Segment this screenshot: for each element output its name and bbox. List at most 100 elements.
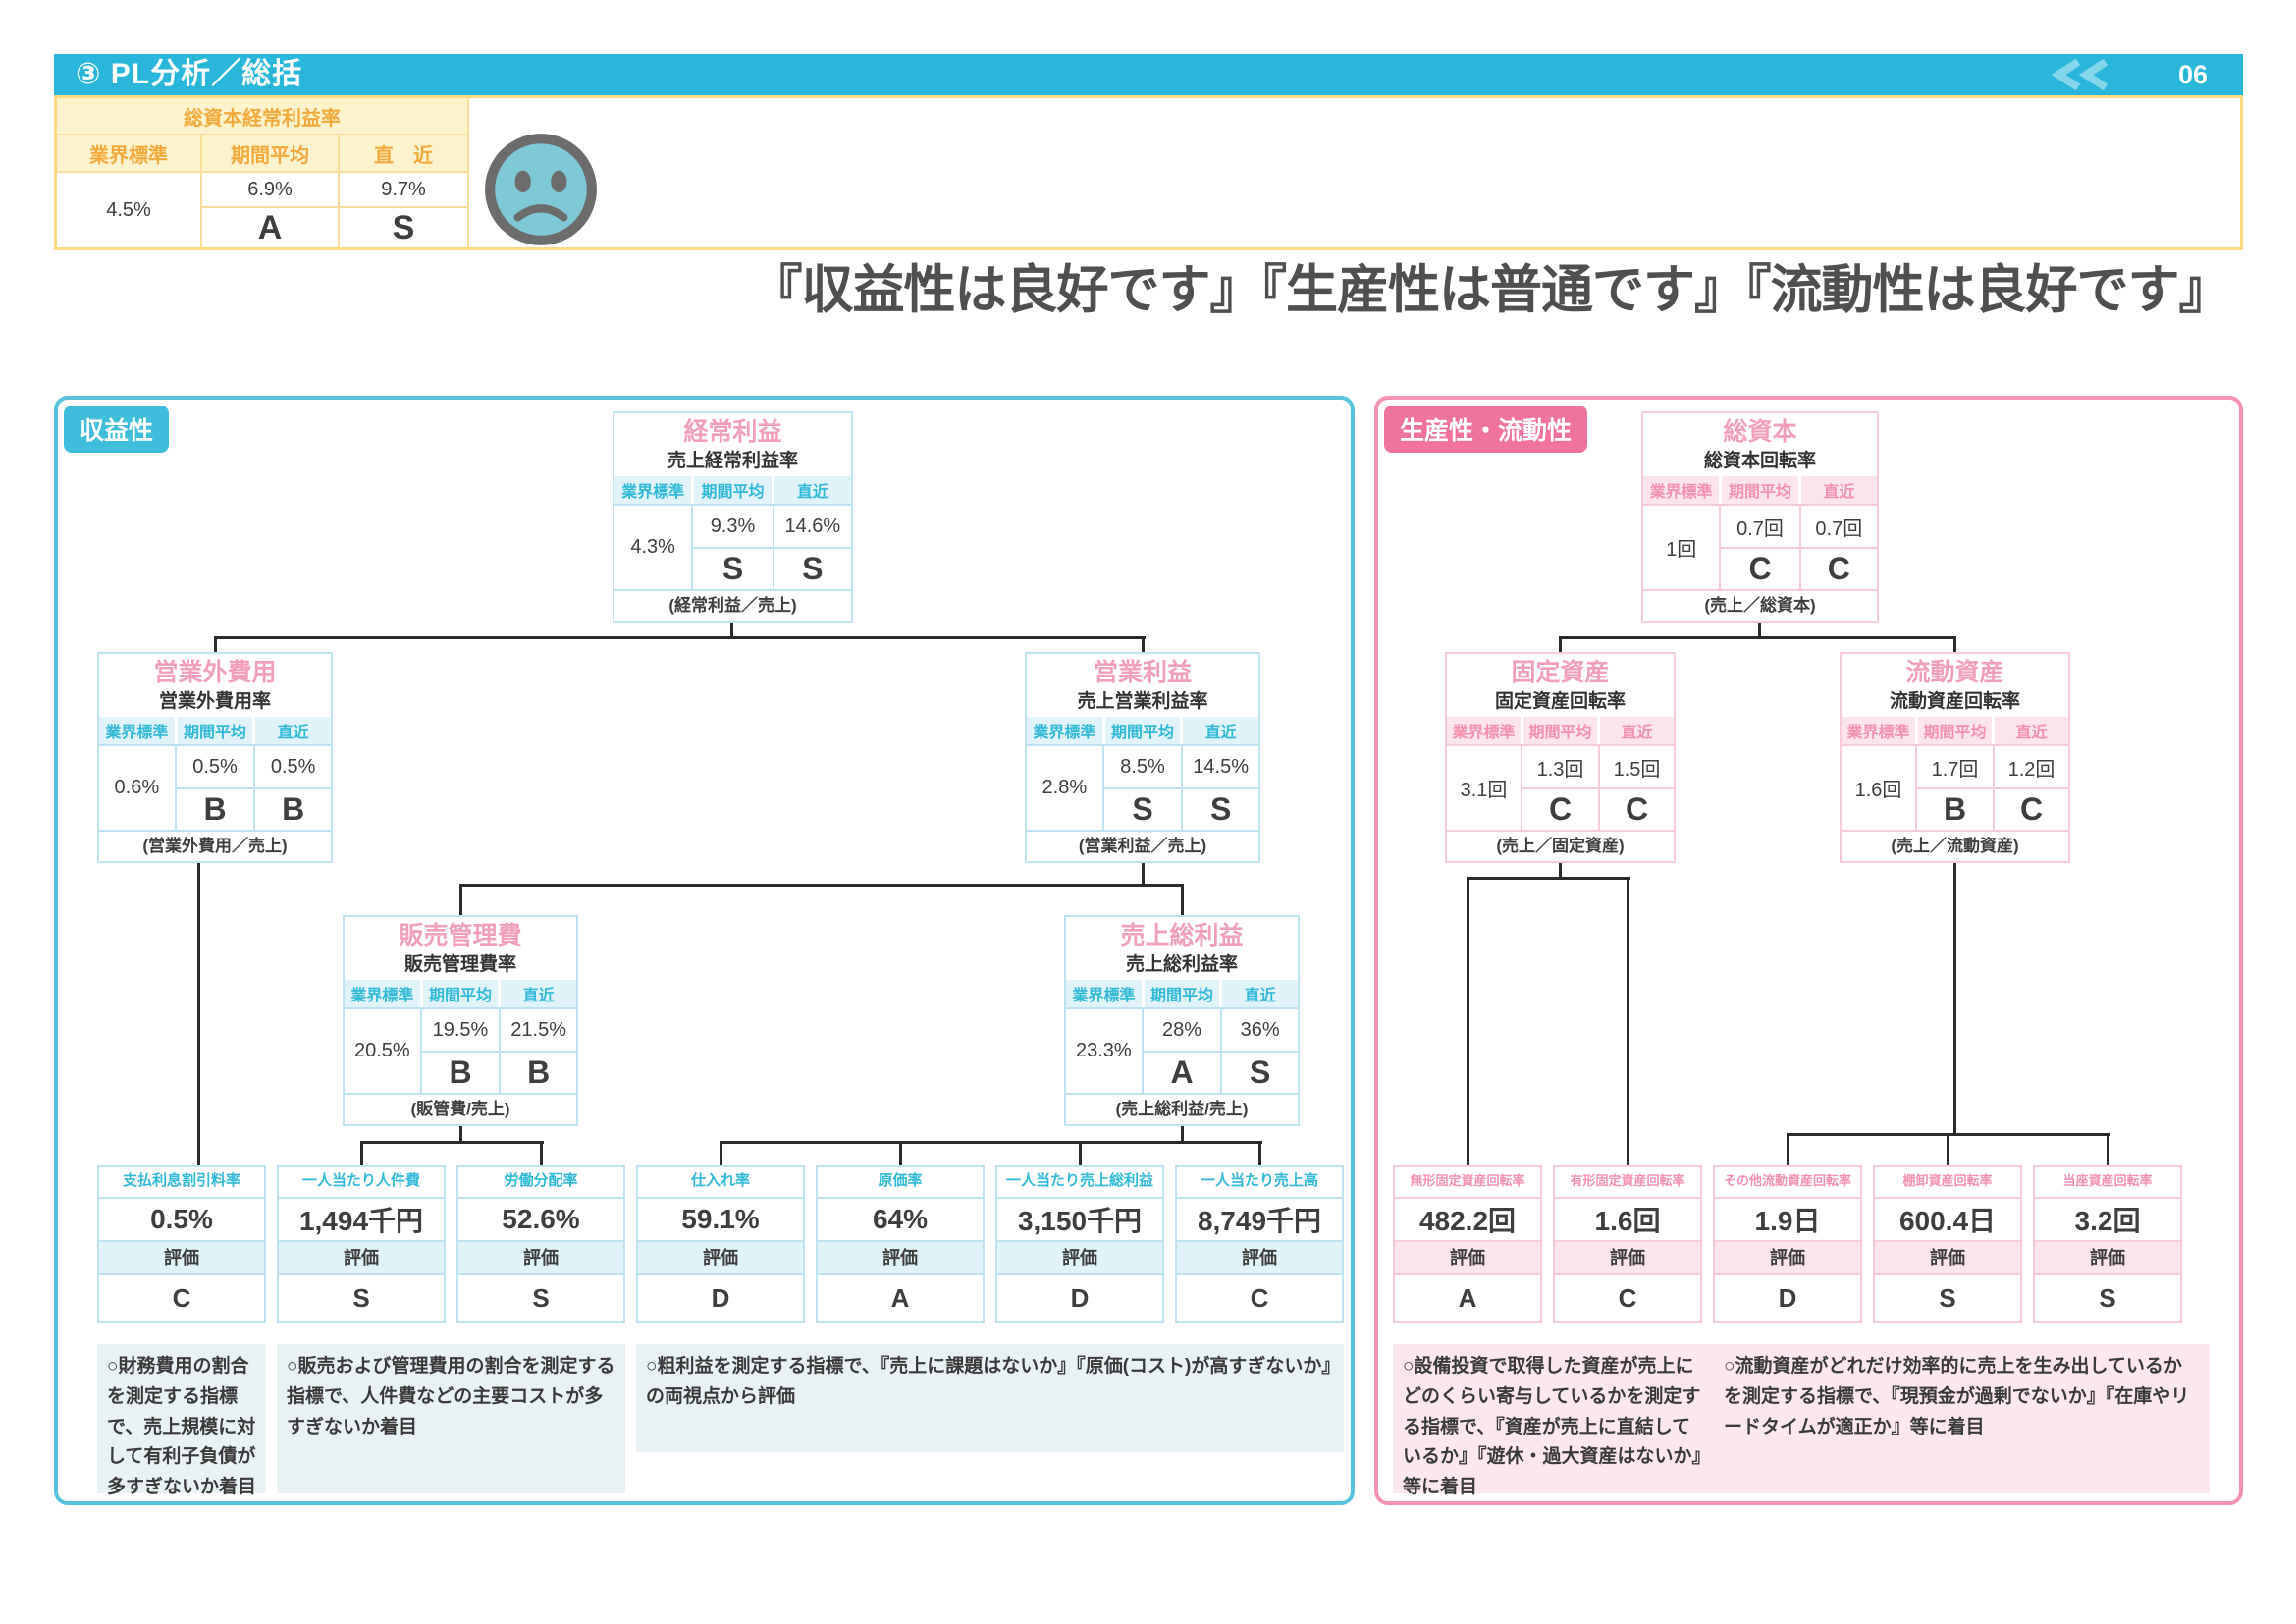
connector-line	[459, 1126, 462, 1144]
col-industry: 業界標準	[1842, 717, 1915, 744]
leaf-label: 当座資産回転率	[2035, 1167, 2180, 1199]
industry-value: 20.5%	[345, 1009, 422, 1093]
industry-value: 4.3%	[614, 506, 694, 589]
summary-box: 総資本経常利益率 業界標準 期間平均 直 近 4.5% 6.9% 9.7% A …	[54, 95, 2243, 319]
leaf-value: 3,150千円	[1017, 1206, 1143, 1236]
sad-face-icon	[485, 134, 597, 245]
col-recent: 直近	[1995, 717, 2068, 744]
statbox-formula: (営業外費用／売上)	[99, 830, 331, 861]
summary-avg-grade: A	[202, 208, 338, 247]
col-avg: 期間平均	[422, 980, 499, 1007]
avg-value: 1.7回	[1931, 758, 1979, 781]
leaf-label: 労働分配率	[458, 1167, 623, 1199]
connector-line	[1758, 623, 1761, 638]
avg-grade: B	[421, 1051, 500, 1093]
avg-grade: C	[1721, 547, 1799, 589]
recent-value: 36%	[1220, 1009, 1298, 1051]
industry-value: 1.6回	[1842, 746, 1917, 830]
leaf-inventory-turnover: 棚卸資産回転率 600.4日 評価 S	[1873, 1165, 2022, 1323]
statbox-title: 売上総利益	[1120, 922, 1244, 949]
leaf-hyoka-label: 評価	[458, 1240, 623, 1275]
col-industry: 業界標準	[1447, 717, 1521, 744]
recent-value: 1.2回	[1993, 746, 2068, 787]
leaf-value: 600.4日	[1898, 1206, 1997, 1236]
profitability-panel: 収益性 経常利益 売上経常利益率 業界標準 期間平均 直近 4.3% 9.3% …	[54, 396, 1355, 1505]
recent-value: 1.5回	[1598, 746, 1674, 787]
industry-value: 2.8%	[1027, 746, 1104, 830]
connector-line	[730, 623, 733, 638]
col-avg: 期間平均	[177, 717, 253, 744]
statbox-values: 1.6回 1.7回 1.2回 B C	[1842, 744, 2068, 830]
statbox-values: 2.8% 8.5% 14.5% S S	[1027, 744, 1258, 830]
statbox-header-row: 業界標準 期間平均 直近	[99, 717, 331, 744]
col-recent: 直近	[1800, 476, 1877, 504]
recent-value: 14.5%	[1181, 746, 1258, 787]
statbox-formula: (売上／総資本)	[1643, 589, 1877, 621]
statbox-metric: 販売管理費率	[403, 954, 516, 975]
statbox-sga: 販売管理費 販売管理費率 業界標準 期間平均 直近 20.5% 19.5% 21…	[343, 915, 578, 1126]
statbox-header-row: 業界標準 期間平均 直近	[1842, 717, 2068, 744]
recent-grade: C	[1993, 787, 2068, 830]
col-avg: 期間平均	[1523, 717, 1597, 744]
col-industry: 業界標準	[614, 476, 692, 504]
note-fixed-assets: ○設備投資で取得した資産が売上にどのくらい寄与しているかを測定する指標で、『資産…	[1393, 1344, 1717, 1497]
summary-table-title: 総資本経常利益率	[57, 98, 467, 134]
connector-line	[1787, 1133, 1789, 1165]
connector-line	[720, 1141, 722, 1165]
statbox-title: 固定資産	[1511, 659, 1610, 686]
statbox-metric: 総資本回転率	[1703, 451, 1816, 471]
connector-line	[1627, 877, 1629, 1165]
avg-value: 0.5%	[192, 755, 238, 778]
industry-value: 3.1回	[1447, 746, 1522, 830]
connector-line	[1258, 1141, 1261, 1165]
recent-value: 14.6%	[772, 506, 851, 547]
summary-avg-value: 6.9%	[202, 173, 338, 206]
recent-grade: B	[253, 787, 331, 830]
connector-line	[214, 636, 217, 652]
statbox-total-capital: 総資本 総資本回転率 業界標準 期間平均 直近 1回 0.7回 0.7回 C C…	[1641, 411, 1879, 623]
avg-value: 9.3%	[710, 514, 756, 537]
connector-line	[214, 636, 1146, 639]
col-industry: 業界標準	[99, 717, 175, 744]
summary-col-industry: 業界標準	[57, 135, 200, 171]
leaf-grade: A	[890, 1283, 910, 1313]
statbox-gross-profit: 売上総利益 売上総利益率 業界標準 期間平均 直近 23.3% 28% 36% …	[1064, 915, 1300, 1126]
statbox-header-row: 業界標準 期間平均 直近	[1447, 717, 1674, 744]
summary-col-avg: 期間平均	[202, 135, 338, 171]
summary-recent-grade: S	[340, 208, 467, 247]
connector-line	[899, 1141, 902, 1165]
statbox-metric: 売上総利益率	[1125, 954, 1238, 975]
statbox-values: 20.5% 19.5% 21.5% B B	[345, 1007, 576, 1093]
connector-line	[459, 884, 462, 915]
leaf-label: 有形固定資産回転率	[1555, 1167, 1700, 1199]
leaf-label: 一人当たり売上高	[1177, 1167, 1342, 1199]
leaf-sales-per-capita: 一人当たり売上高 8,749千円 評価 C	[1175, 1165, 1344, 1323]
col-industry: 業界標準	[345, 980, 420, 1007]
col-recent: 直近	[255, 717, 331, 744]
leaf-interest-rate: 支払利息割引料率 0.5% 評価 C	[97, 1165, 266, 1323]
col-recent: 直近	[1600, 717, 1674, 744]
connector-line	[1953, 863, 1956, 1136]
connector-line	[720, 1141, 1262, 1144]
statbox-ordinary-profit: 経常利益 売上経常利益率 業界標準 期間平均 直近 4.3% 9.3% 14.6…	[613, 411, 853, 623]
productivity-panel: 生産性・流動性 総資本 総資本回転率 業界標準 期間平均 直近 1回 0.7回 …	[1374, 396, 2243, 1505]
leaf-grade: D	[711, 1283, 730, 1313]
leaf-quick-assets-turnover: 当座資産回転率 3.2回 評価 S	[2033, 1165, 2182, 1323]
statbox-title: 流動資産	[1905, 659, 2004, 686]
leaf-label: 一人当たり人件費	[279, 1167, 444, 1199]
statbox-values: 4.3% 9.3% 14.6% S S	[614, 504, 851, 589]
leaf-grade: C	[1618, 1283, 1637, 1313]
statbox-values: 0.6% 0.5% 0.5% B B	[99, 744, 331, 830]
back-chevrons-icon[interactable]	[2045, 59, 2127, 90]
col-recent: 直近	[1222, 980, 1298, 1007]
avg-value: 19.5%	[432, 1018, 489, 1041]
leaf-grade: S	[532, 1283, 550, 1313]
recent-grade: B	[499, 1051, 576, 1093]
header-bar: ③ PL分析／総括 06	[54, 54, 2243, 95]
connector-line	[459, 884, 1184, 887]
leaf-label: 支払利息割引料率	[99, 1167, 264, 1199]
leaf-value: 64%	[872, 1204, 929, 1234]
note-sga: ○販売および管理費用の割合を測定する指標で、人件費などの主要コストが多すぎないか…	[277, 1344, 625, 1493]
statbox-header-row: 業界標準 期間平均 直近	[1066, 980, 1298, 1007]
recent-grade: S	[772, 547, 851, 589]
